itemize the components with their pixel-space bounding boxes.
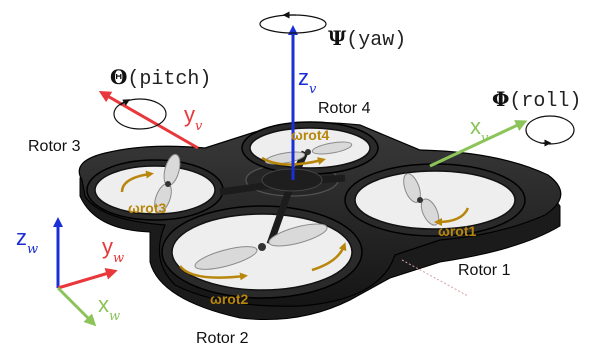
propeller-4 <box>264 141 353 165</box>
vehicle-x-label: xv <box>470 114 489 146</box>
wrot3-label: ωrot3 <box>128 200 166 216</box>
propeller-2 <box>194 223 328 270</box>
yaw-label: Ψ(yaw) <box>328 26 406 52</box>
rotor-1-spin-arrow <box>434 207 470 226</box>
propeller-3 <box>154 153 181 213</box>
pitch-ellipse <box>113 98 167 130</box>
world-y-label: yw <box>102 234 124 266</box>
rotor-3-ring <box>86 159 224 221</box>
rotor-2-spin-arrow <box>179 265 248 281</box>
roll-ellipse <box>525 115 575 145</box>
vehicle-axes <box>98 25 528 180</box>
vehicle-y-label: yv <box>184 102 203 134</box>
vehicle-x-axis <box>429 120 528 168</box>
wrot2-label: ωrot2 <box>210 291 248 307</box>
rotor-3-label: Rotor 3 <box>28 138 81 155</box>
rotor-3-spin-arrow <box>120 170 154 193</box>
rotation-ellipses <box>113 11 575 147</box>
rotor-2-ring <box>161 205 363 299</box>
roll-label: Φ(roll) <box>492 87 581 113</box>
pitch-label: Θ(pitch) <box>110 65 211 91</box>
wrot4-label: ωrot4 <box>291 127 329 143</box>
rotor-4-spin-arrow <box>261 156 326 166</box>
world-z-label: zw <box>16 225 38 257</box>
rotor-2-label: Rotor 2 <box>196 330 249 347</box>
wrot1-label: ωrot1 <box>438 223 476 239</box>
world-axes <box>53 217 118 327</box>
rotor-1-label: Rotor 1 <box>458 262 511 279</box>
vehicle-z-label: zv <box>298 65 317 97</box>
world-y-axis <box>57 267 118 290</box>
drone-frame <box>78 121 562 320</box>
rotor-spin-arrows <box>120 156 470 281</box>
guide-line <box>401 259 469 297</box>
world-x-axis <box>56 286 97 327</box>
vehicle-y-axis <box>98 91 199 150</box>
world-x-label: xw <box>98 292 120 324</box>
rotor-4-label: Rotor 4 <box>318 100 371 117</box>
propellers <box>154 141 440 270</box>
rotor-1-ring <box>344 163 526 237</box>
